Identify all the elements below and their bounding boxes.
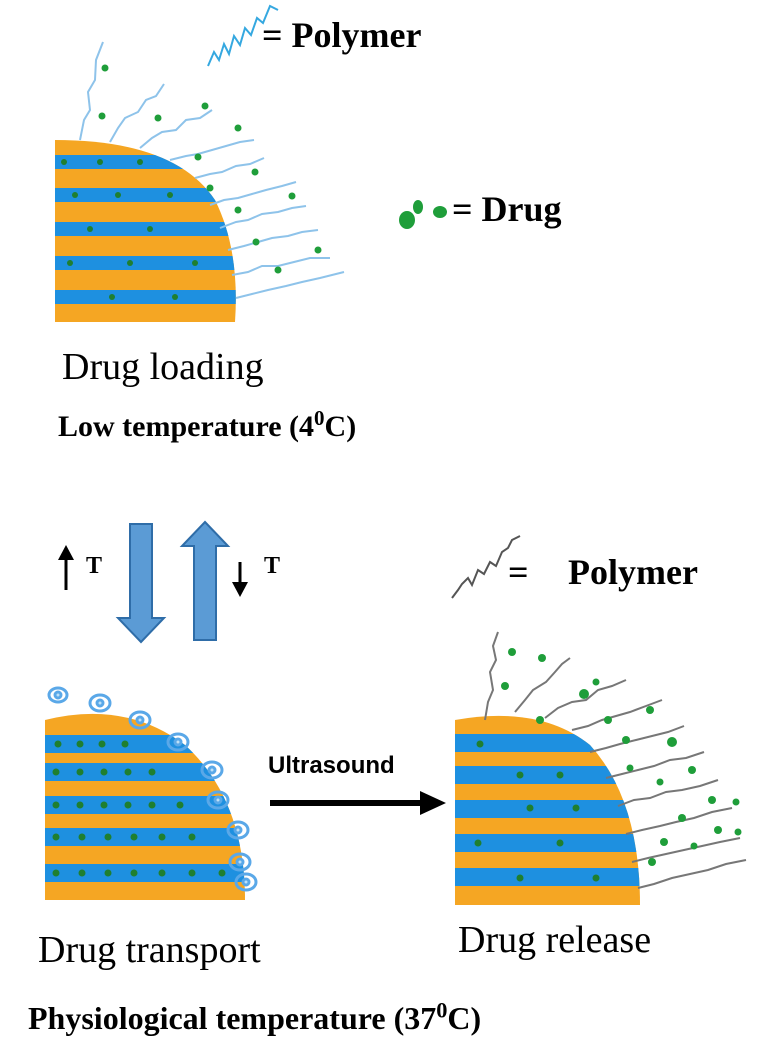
legend-polymer-squiggle-icon — [207, 4, 279, 67]
temperature-up-label: T — [86, 553, 103, 579]
polymer-chains-released — [484, 631, 747, 889]
temperature-down-label: T — [264, 553, 281, 579]
low-temperature-condition: Low temperature (40C) — [58, 408, 357, 444]
transition-up-arrow — [179, 520, 231, 641]
drug-loading-caption: Drug loading — [62, 346, 264, 388]
legend-drug-label: = Drug — [452, 189, 562, 229]
legend-polymer-label: = Polymer — [262, 15, 422, 55]
legend-bottom-polymer-label: Polymer — [568, 552, 698, 592]
low-temperature-degree: 0 — [314, 406, 325, 430]
drug-release-particle — [455, 631, 747, 905]
low-temperature-suffix: C) — [324, 410, 357, 443]
polymer-chains-extended — [79, 41, 345, 299]
low-temperature-prefix: Low temperature (4 — [58, 410, 315, 443]
ultrasound-label: Ultrasound — [268, 752, 395, 779]
drug-loading-particle — [55, 41, 345, 322]
drug-release-caption: Drug release — [458, 919, 652, 961]
physiological-temperature-suffix: C) — [447, 1000, 482, 1036]
legend-bottom-equals: = — [508, 552, 529, 592]
physiological-temperature-degree: 0 — [436, 997, 448, 1023]
drug-transport-caption: Drug transport — [38, 929, 261, 971]
legend-polymer-collapsed-squiggle-icon — [451, 535, 521, 599]
physiological-temperature-condition: Physiological temperature (370C) — [28, 997, 482, 1037]
temperature-decrease-arrow — [232, 562, 248, 597]
legend-drug-icon — [399, 200, 447, 229]
transition-down-arrow — [115, 523, 167, 644]
physiological-temperature-prefix: Physiological temperature (37 — [28, 1000, 437, 1036]
temperature-increase-arrow — [58, 545, 74, 590]
ultrasound-arrow — [270, 791, 446, 815]
polymer-collapsed-globules — [47, 686, 258, 892]
drug-transport-particle — [45, 686, 258, 900]
